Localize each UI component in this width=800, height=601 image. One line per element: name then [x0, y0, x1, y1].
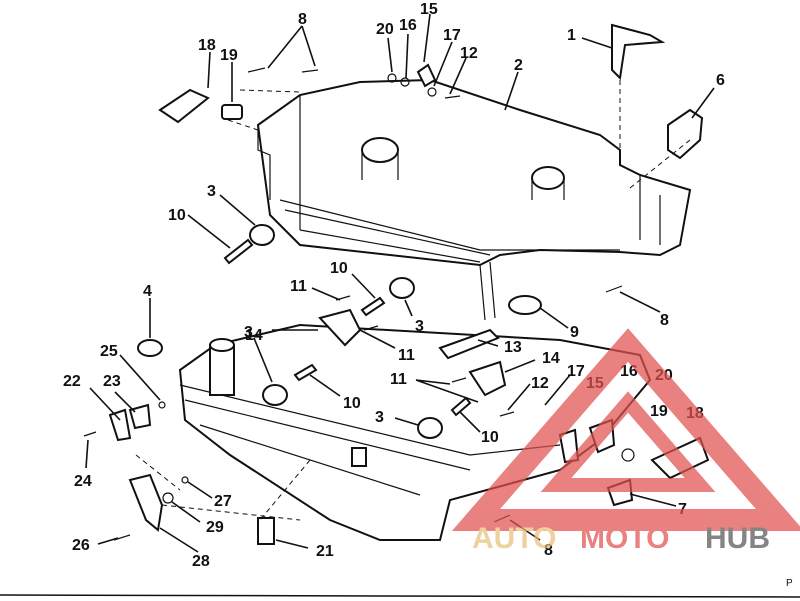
- callout-19: 19: [220, 47, 238, 64]
- callout-6: 6: [716, 72, 725, 89]
- callout-3: 3: [375, 409, 384, 426]
- part-14-plate-b: [468, 360, 507, 397]
- callout-3: 3: [244, 324, 253, 341]
- watermark: AUTO MOTO HUB: [451, 328, 800, 555]
- callout-17: 17: [567, 363, 585, 380]
- callout-24: 24: [74, 473, 92, 490]
- callout-21: 21: [316, 543, 334, 560]
- callout-8: 8: [660, 312, 669, 329]
- callout-29: 29: [206, 519, 224, 536]
- callout-14: 14: [542, 350, 560, 367]
- part-10-pins: [223, 238, 472, 417]
- callout-3: 3: [207, 183, 216, 200]
- callout-12: 12: [460, 45, 478, 62]
- callout-11: 11: [290, 278, 307, 295]
- callout-8: 8: [298, 11, 307, 28]
- part-22-23-brackets: [108, 403, 152, 442]
- callout-10: 10: [168, 207, 186, 224]
- callout-9: 9: [570, 324, 579, 341]
- callout-13: 13: [504, 339, 522, 356]
- part-18-grip: [158, 88, 210, 124]
- callout-4: 4: [143, 283, 152, 300]
- part-21-plate: [257, 517, 275, 545]
- watermark-triangle-icon: [451, 328, 800, 531]
- part-6-clip: [667, 108, 704, 160]
- callout-20: 20: [376, 21, 394, 38]
- callout-14: 14: [245, 327, 263, 344]
- callout-3: 3: [415, 318, 424, 335]
- watermark-text-moto: MOTO: [580, 522, 669, 555]
- callout-10: 10: [343, 395, 361, 412]
- callout-25: 25: [100, 343, 118, 360]
- callout-18: 18: [198, 37, 216, 54]
- part-19-bushing: [221, 104, 243, 120]
- callout-28: 28: [192, 553, 210, 570]
- callout-16: 16: [399, 17, 417, 34]
- part-28-bracket: [128, 473, 164, 532]
- bottom-rule: [0, 594, 800, 598]
- watermark-text-auto: AUTO: [472, 522, 556, 555]
- callout-27: 27: [214, 493, 232, 510]
- callout-26: 26: [72, 537, 90, 554]
- lower-cover-part: [178, 323, 652, 541]
- corner-mark: P: [786, 578, 793, 589]
- watermark-text-hub: HUB: [705, 522, 770, 555]
- part-4-grommet: [137, 339, 163, 357]
- callout-15: 15: [420, 1, 438, 18]
- upper-cover-part: [256, 78, 692, 321]
- callout-17: 17: [443, 27, 461, 44]
- callout-12: 12: [531, 375, 549, 392]
- callout-11: 11: [390, 371, 407, 388]
- callout-10: 10: [481, 429, 499, 446]
- callout-10: 10: [330, 260, 348, 277]
- part-13-gasket: [438, 328, 500, 360]
- part-3-bushings: [249, 224, 443, 439]
- part-9-plug: [508, 295, 542, 315]
- leader-lines: [85, 13, 715, 553]
- callout-8: 8: [544, 542, 553, 559]
- callout-22: 22: [63, 373, 81, 390]
- callout-1: 1: [567, 27, 576, 44]
- callout-11: 11: [398, 347, 415, 364]
- callout-19: 19: [650, 403, 668, 420]
- alignment-lines: [135, 80, 691, 521]
- callout-2: 2: [514, 57, 523, 74]
- callout-23: 23: [103, 373, 121, 390]
- part-1-bracket: [611, 23, 666, 81]
